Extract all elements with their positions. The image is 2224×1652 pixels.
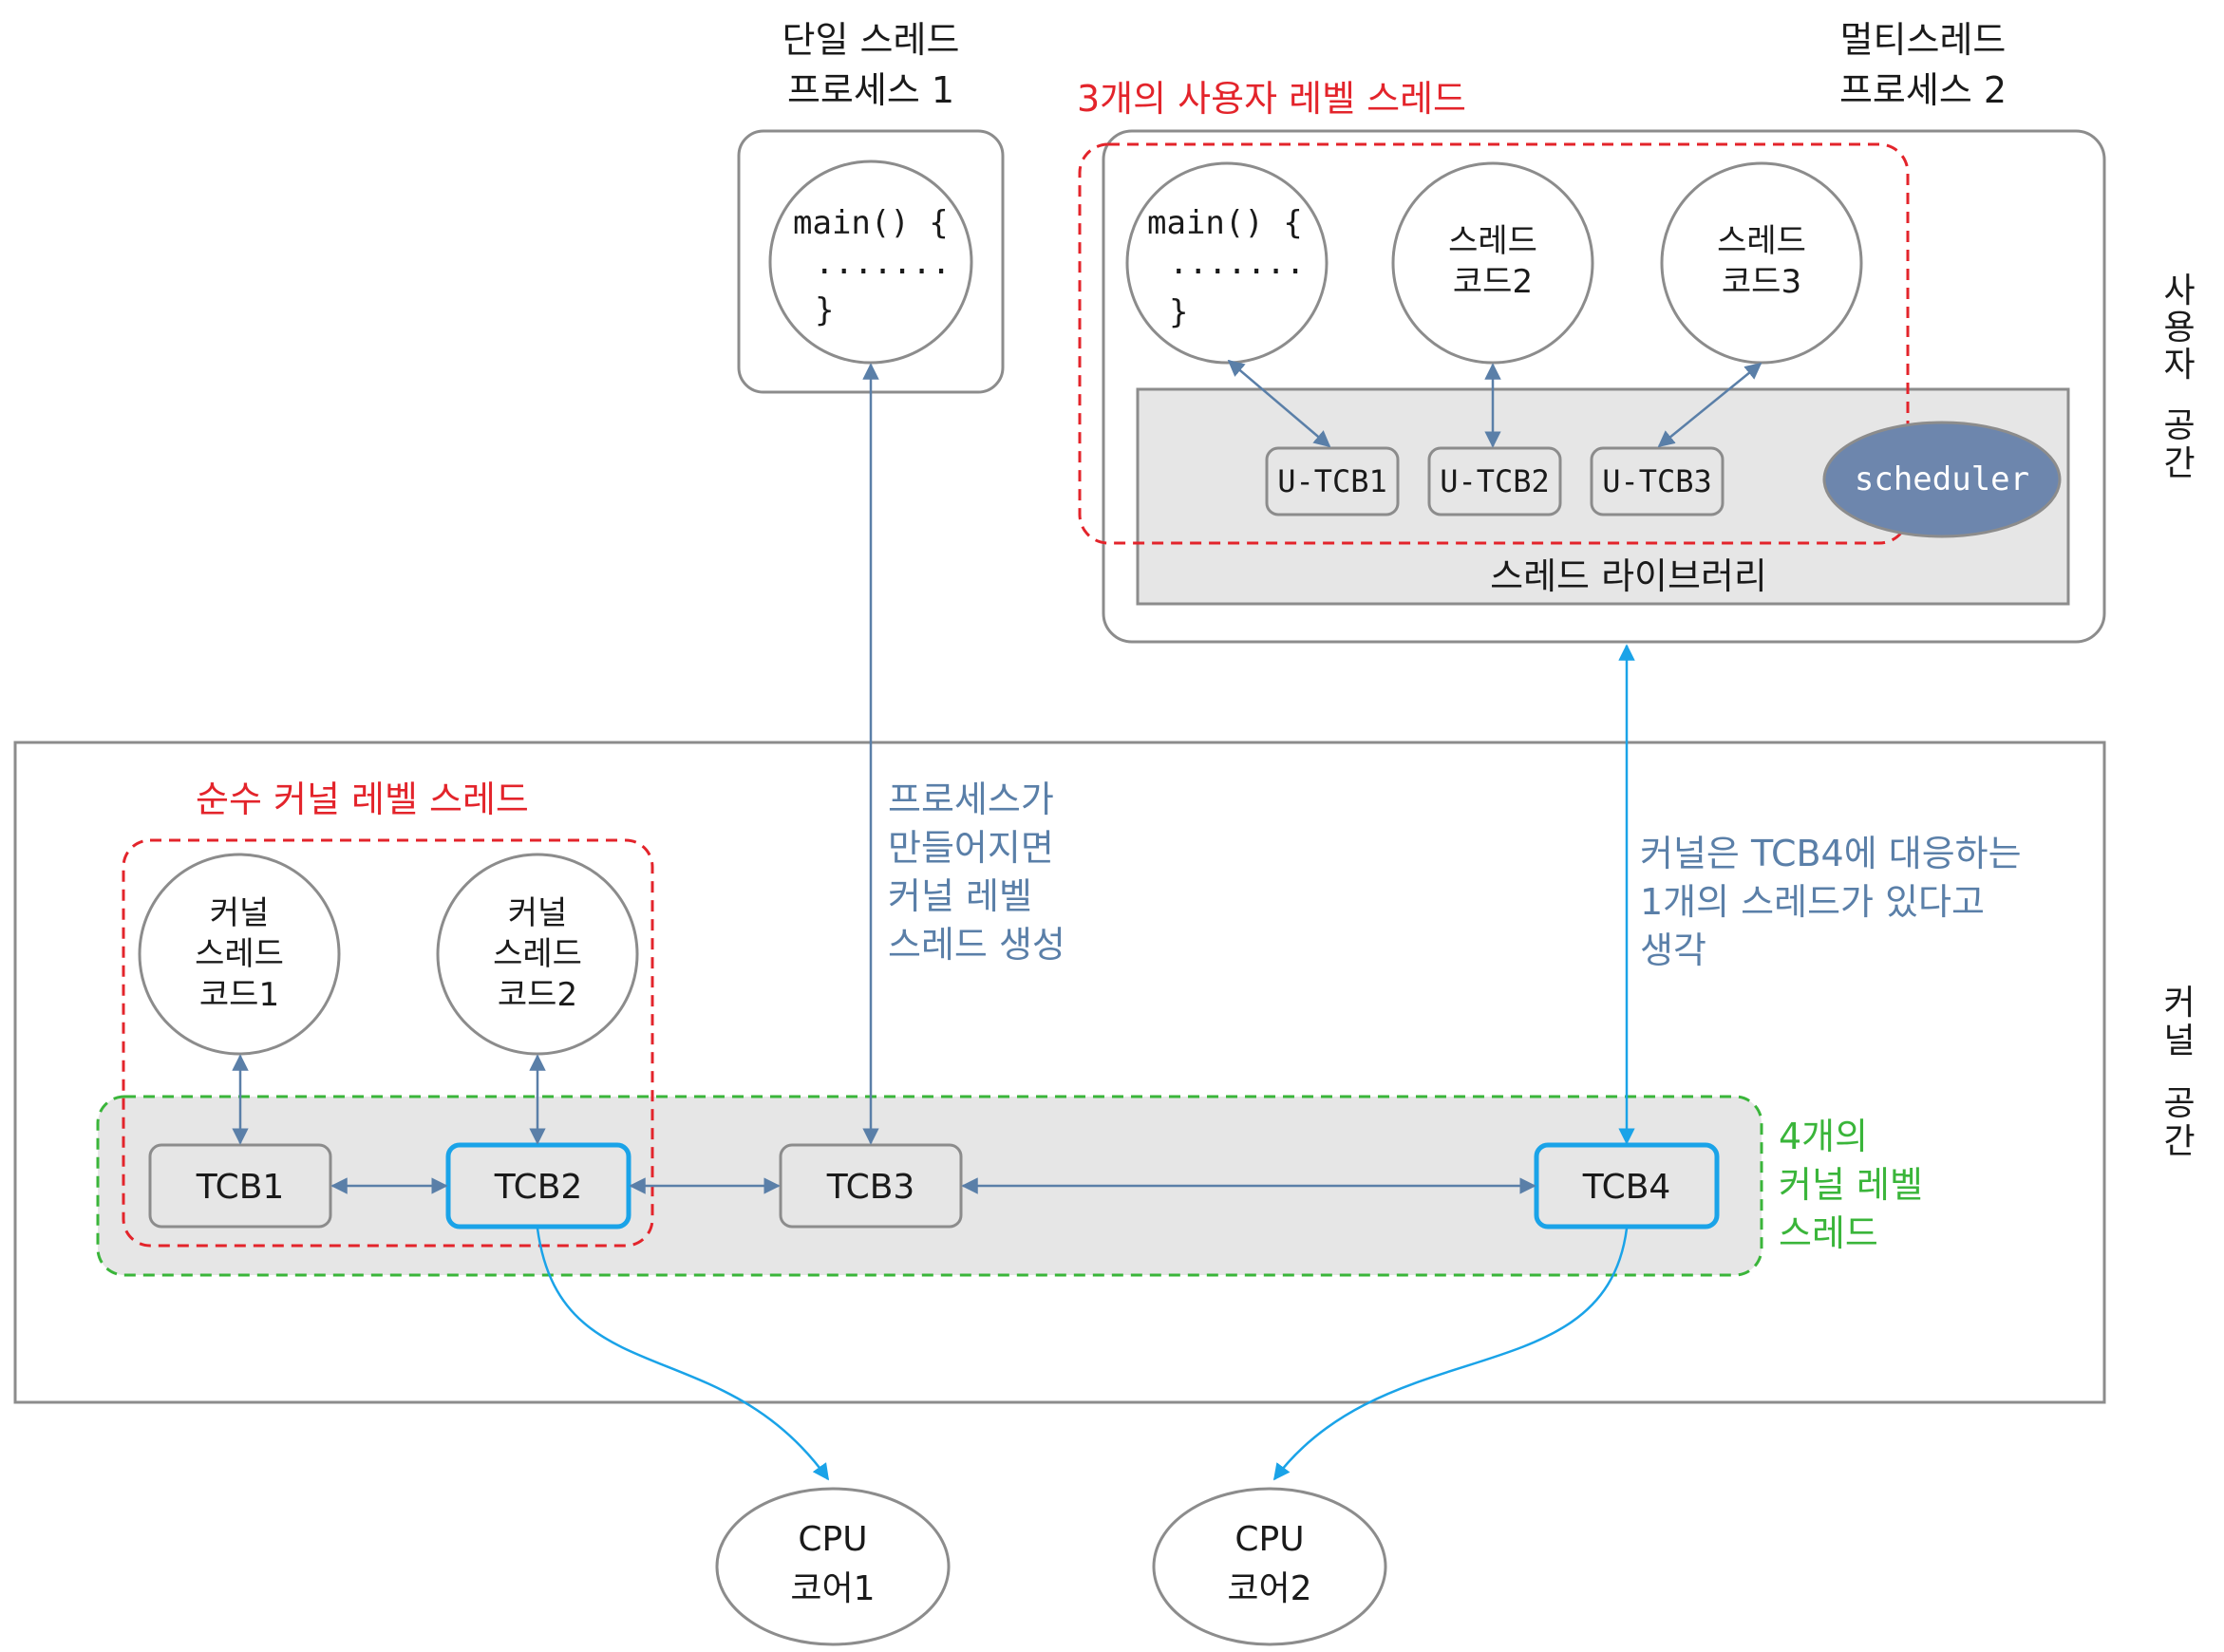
utcb2-label: U-TCB2 (1440, 463, 1550, 499)
green-label-line1: 4개의 (1779, 1116, 1868, 1157)
process1-code-line2: ....... (815, 244, 951, 282)
process1-code-line1: main() { (793, 204, 949, 242)
arrow-p2main-utcb1 (1227, 359, 1331, 448)
tcb2-box (445, 1142, 631, 1230)
kthread2-line1: 커널 (508, 894, 568, 932)
kthread2-circle (436, 853, 639, 1056)
cpu2-line2: 코어2 (1227, 1569, 1311, 1608)
process2-title-line2: 프로세스 2 (1839, 69, 2007, 111)
note-process-line4: 스레드 생성 (888, 924, 1065, 966)
kthread1-line2: 스레드 (195, 935, 284, 973)
kthread2-line3: 코드2 (498, 976, 577, 1014)
note-kernel-line3: 생각 (1640, 929, 1706, 971)
kernel-space-char-4: 간 (2163, 1122, 2195, 1161)
arrow-tcb2-cpu1 (536, 1228, 830, 1481)
cpu1-ellipse (715, 1487, 951, 1646)
utcb3-label: U-TCB3 (1602, 463, 1712, 499)
kthread1-circle (138, 853, 341, 1056)
p2-main-line2: ....... (1169, 244, 1305, 282)
tcb2-label: TCB2 (494, 1168, 583, 1207)
utcb1-box (1265, 446, 1400, 516)
p2-main-line1: main() { (1147, 204, 1303, 242)
kernel-space-box (13, 741, 2106, 1404)
process1-title-line2: 프로세스 1 (787, 69, 954, 111)
utcb1-label: U-TCB1 (1277, 463, 1387, 499)
p2-main-circle (1125, 161, 1329, 365)
green-label-line2: 커널 레벨 (1779, 1164, 1923, 1206)
utcb2-box (1427, 446, 1562, 516)
tcb1-box (148, 1143, 332, 1229)
utcb3-box (1590, 446, 1725, 516)
tcb3-box (779, 1143, 963, 1229)
kthread2-line2: 스레드 (493, 935, 582, 973)
scheduler-ellipse (1822, 421, 2062, 538)
p2-thread2-line2: 코드2 (1453, 263, 1533, 301)
user-threads-group-outline (1078, 142, 1910, 545)
arrow-p2thread3-utcb3 (1657, 362, 1762, 448)
process1-title-line1: 단일 스레드 (782, 19, 960, 61)
user-space-char-5: 간 (2163, 444, 2195, 483)
cpu2-ellipse (1152, 1487, 1387, 1646)
process1-main-circle (768, 160, 973, 365)
green-label-line3: 스레드 (1779, 1212, 1878, 1254)
note-process-line2: 만들어지면 (888, 827, 1054, 869)
pure-kernel-threads-outline (122, 838, 654, 1248)
cpu1-line1: CPU (798, 1520, 867, 1559)
user-space-char-4: 공 (2163, 406, 2195, 445)
p2-thread3-line2: 코드3 (1722, 263, 1801, 301)
pure-kernel-threads-label: 순수 커널 레벨 스레드 (196, 779, 529, 820)
tcb3-label: TCB3 (826, 1168, 915, 1207)
user-space-char-1: 사 (2163, 272, 2195, 310)
p2-thread2-circle (1391, 161, 1594, 365)
thread-library-label: 스레드 라이브러리 (1490, 555, 1767, 597)
cpu2-line1: CPU (1235, 1520, 1304, 1559)
kernel-space-char-3: 공 (2163, 1084, 2195, 1123)
kthread1-line3: 코드1 (199, 976, 279, 1014)
process1-code-line3: } (815, 291, 834, 329)
p2-thread3-line1: 스레드 (1717, 222, 1806, 260)
process2-title-line1: 멀티스레드 (1840, 19, 2007, 61)
note-process-line3: 커널 레벨 (888, 875, 1032, 917)
scheduler-label: scheduler (1855, 460, 2029, 498)
kthread1-line1: 커널 (210, 894, 270, 932)
arrow-tcb4-cpu2 (1272, 1228, 1629, 1481)
kernel-space-char-2: 널 (2163, 1022, 2195, 1061)
note-kernel-line2: 1개의 스레드가 있다고 (1640, 881, 1985, 923)
note-kernel-line1: 커널은 TCB4에 대응하는 (1640, 833, 2022, 874)
cpu1-line2: 코어1 (790, 1569, 875, 1608)
tcb4-box (1534, 1142, 1720, 1230)
p2-thread2-line1: 스레드 (1448, 222, 1537, 260)
tcb4-label: TCB4 (1582, 1168, 1671, 1207)
user-space-char-2: 용 (2163, 309, 2195, 347)
note-process-line1: 프로세스가 (888, 779, 1054, 820)
user-threads-label: 3개의 사용자 레벨 스레드 (1077, 78, 1466, 120)
p2-main-line3: } (1169, 293, 1188, 331)
user-space-char-3: 자 (2163, 346, 2195, 385)
kernel-space-char-1: 커 (2163, 984, 2195, 1023)
tcb1-label: TCB1 (196, 1168, 285, 1207)
